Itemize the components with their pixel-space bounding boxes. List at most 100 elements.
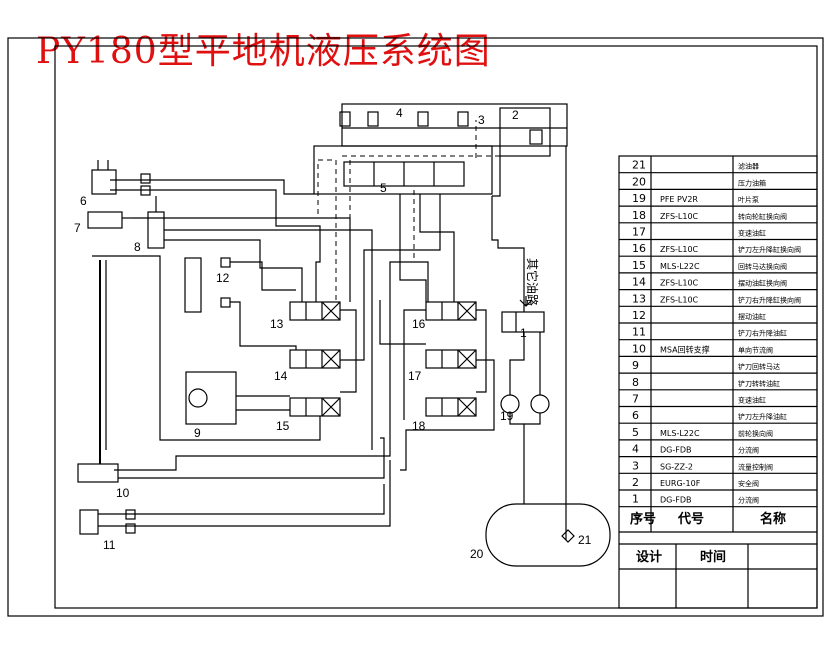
label-13: 13 bbox=[270, 317, 284, 331]
table-cell-no: 14 bbox=[632, 276, 646, 289]
table-cell-code: MSA回转支撑 bbox=[660, 344, 710, 354]
table-cell-name: 滤油器 bbox=[738, 162, 759, 171]
table-cell-no: 3 bbox=[632, 459, 639, 472]
cylinder-7 bbox=[87, 211, 123, 229]
table-cell-name: 转向轮缸换向阀 bbox=[738, 212, 787, 221]
table-cell-name: 压力油箱 bbox=[738, 178, 766, 187]
table-cell-code: PFE PV2R bbox=[660, 195, 698, 204]
table-cell-code: ZFS-L10C bbox=[660, 245, 699, 254]
table-cell-name: 铲刀右升降缸换向阀 bbox=[738, 295, 801, 304]
pump-19b bbox=[530, 394, 550, 414]
table-cell-no: 2 bbox=[632, 476, 639, 489]
table-cell-name: 铲刀回转马达 bbox=[738, 362, 780, 371]
label-20: 20 bbox=[470, 547, 484, 561]
label-2: 2 bbox=[512, 108, 519, 122]
label-7: 7 bbox=[74, 221, 81, 235]
cylinder-10 bbox=[77, 463, 119, 483]
table-cell-name: 变速油缸 bbox=[738, 396, 766, 405]
table-cell-code: DG-FDB bbox=[660, 496, 692, 505]
table-cell-no: 17 bbox=[632, 226, 646, 239]
table-cell-name: 铲刀转转油缸 bbox=[738, 379, 780, 388]
label-5: 5 bbox=[380, 181, 387, 195]
label-15: 15 bbox=[276, 419, 290, 433]
filter-21 bbox=[561, 529, 575, 543]
table-cell-code: MLS-L22C bbox=[660, 429, 700, 438]
table-cell-no: 5 bbox=[632, 426, 639, 439]
table-header-no: 序号 bbox=[630, 511, 656, 527]
cylinder-12 bbox=[184, 257, 202, 313]
table-cell-no: 6 bbox=[632, 409, 639, 422]
table-cell-name: 变速油缸 bbox=[738, 229, 766, 238]
table-cell-code: ZFS-L10C bbox=[660, 212, 699, 221]
table-cell-name: 前轮换向阀 bbox=[738, 429, 773, 438]
valve-1 bbox=[501, 311, 545, 333]
table-cell-name: 铲刀左升降油缸 bbox=[738, 412, 787, 421]
table-cell-no: 8 bbox=[632, 376, 639, 389]
label-3: 3 bbox=[478, 113, 485, 127]
table-cell-name: 铲刀右升降油缸 bbox=[738, 329, 787, 338]
outer-border bbox=[7, 37, 824, 617]
table-cell-name: 回转马达换向阀 bbox=[738, 262, 787, 271]
label-10: 10 bbox=[116, 486, 130, 500]
label-18: 18 bbox=[412, 419, 426, 433]
table-cell-no: 12 bbox=[632, 309, 646, 322]
table-cell-name: 摆动油缸换向阀 bbox=[738, 279, 787, 288]
table-cell-name: 分流阀 bbox=[738, 496, 759, 505]
label-6: 6 bbox=[80, 194, 87, 208]
table-cell-no: 7 bbox=[632, 393, 639, 406]
table-cell-code: SG-ZZ-2 bbox=[660, 462, 693, 471]
label-16: 16 bbox=[412, 317, 426, 331]
table-cell-code: MLS-L22C bbox=[660, 262, 700, 271]
table-cell-no: 4 bbox=[632, 443, 639, 456]
valve-15 bbox=[289, 397, 341, 417]
table-cell-name: 铲刀左升降缸换向阀 bbox=[738, 245, 801, 254]
label-17: 17 bbox=[408, 369, 422, 383]
label-4: 4 bbox=[396, 106, 403, 120]
valve-13 bbox=[289, 301, 341, 321]
label-9: 9 bbox=[194, 426, 201, 440]
valve-18 bbox=[425, 397, 477, 417]
table-time: 时间 bbox=[700, 549, 726, 565]
table-cell-name: 摆动油缸 bbox=[738, 312, 766, 321]
table-cell-no: 21 bbox=[632, 159, 646, 172]
table-cell-name: 流量控制阀 bbox=[738, 462, 773, 471]
cylinder-6 bbox=[91, 169, 117, 195]
table-cell-no: 11 bbox=[632, 326, 646, 339]
table-cell-name: 叶片泵 bbox=[738, 195, 759, 204]
table-cell-no: 16 bbox=[632, 242, 646, 255]
table-cell-code: DG-FDB bbox=[660, 446, 692, 455]
table-header-code: 代号 bbox=[677, 511, 704, 527]
table-cell-no: 13 bbox=[632, 292, 646, 305]
table-cell-no: 19 bbox=[632, 192, 646, 205]
valve-14 bbox=[289, 349, 341, 369]
table-cell-code: ZFS-L10C bbox=[660, 295, 699, 304]
motor-9-box bbox=[185, 371, 237, 425]
label-19: 19 bbox=[500, 409, 514, 423]
table-cell-no: 18 bbox=[632, 209, 646, 222]
table-cell-code: EURG-10F bbox=[660, 479, 701, 488]
table-cell-name: 安全阀 bbox=[738, 479, 759, 488]
label-12: 12 bbox=[216, 271, 230, 285]
label-21: 21 bbox=[578, 533, 592, 547]
label-8: 8 bbox=[134, 240, 141, 254]
table-cell-no: 10 bbox=[632, 342, 646, 355]
table-cell-code: ZFS-L10C bbox=[660, 279, 699, 288]
label-14: 14 bbox=[274, 369, 288, 383]
table-design: 设计 bbox=[636, 549, 662, 565]
table-cell-name: 单向节流阀 bbox=[738, 345, 773, 354]
table-cell-no: 1 bbox=[632, 493, 639, 506]
table-cell-name: 分流阀 bbox=[738, 446, 759, 455]
label-11: 11 bbox=[103, 538, 116, 552]
valve-block-5 bbox=[313, 145, 493, 195]
table-cell-no: 9 bbox=[632, 359, 639, 372]
valve-block-top bbox=[341, 103, 568, 147]
label-1: 1 bbox=[520, 326, 527, 340]
motor-9 bbox=[188, 388, 208, 408]
valve-16 bbox=[425, 301, 477, 321]
side-label: 其它油路 bbox=[525, 258, 540, 306]
table-cell-no: 15 bbox=[632, 259, 646, 272]
table-header-name: 名称 bbox=[760, 511, 786, 527]
cylinder-11 bbox=[79, 509, 99, 535]
